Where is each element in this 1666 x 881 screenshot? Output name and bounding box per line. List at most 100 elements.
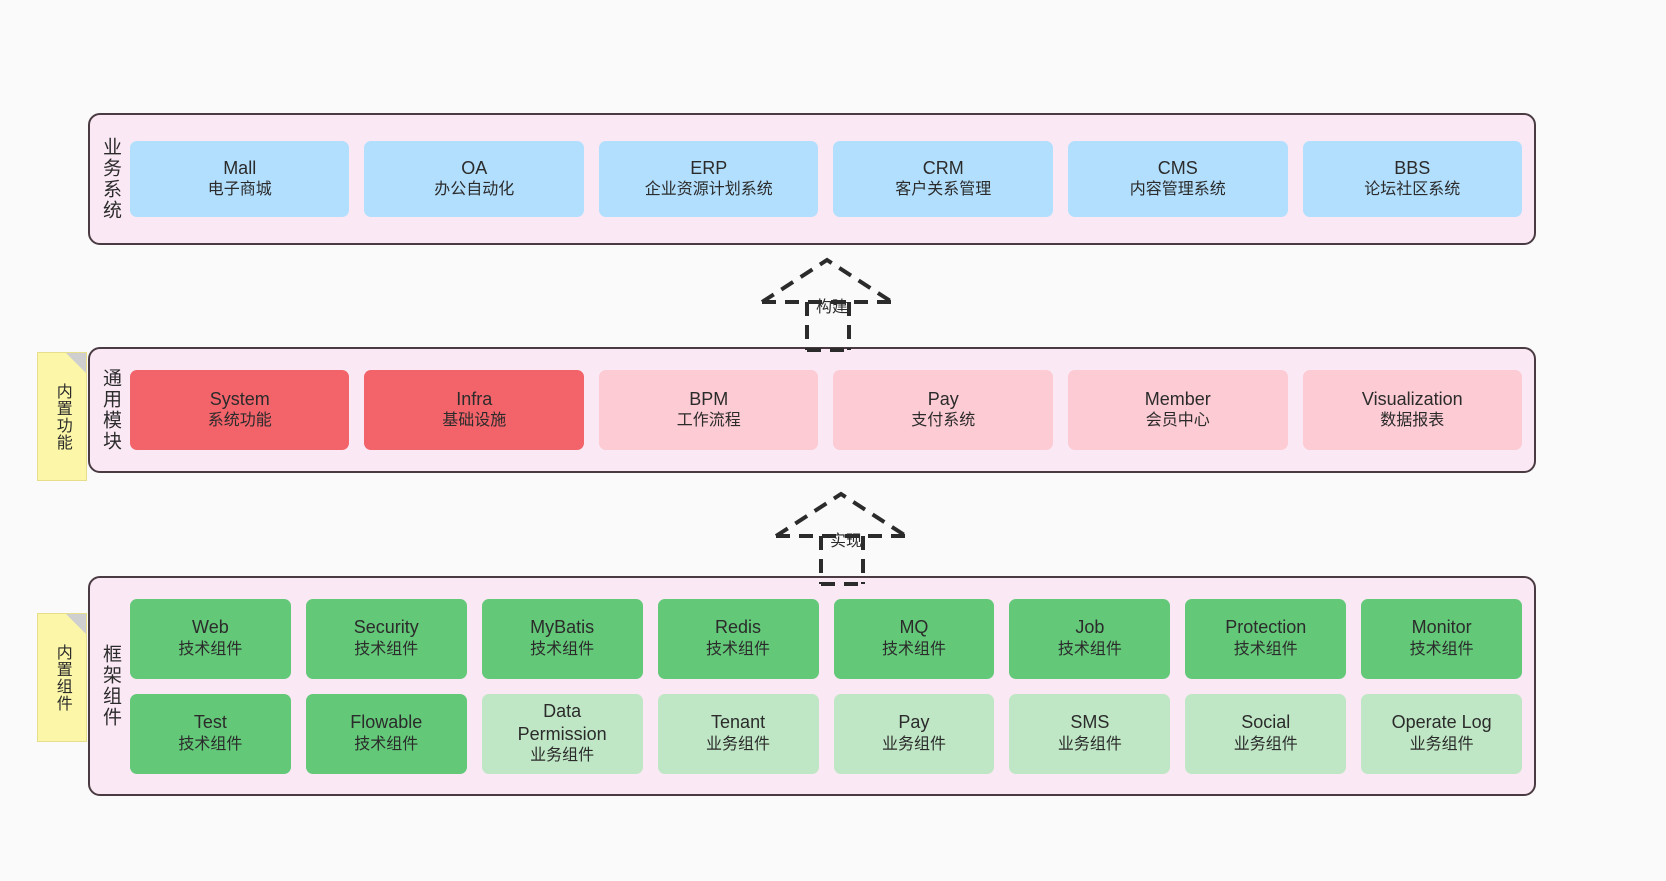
business-box-mall[interactable]: Mall 电子商城	[129, 141, 350, 217]
component-box-monitor-desc: 技术组件	[1409, 640, 1474, 658]
connector-build-arrow	[760, 257, 894, 352]
module-box-infra[interactable]: Infra 基础设施	[364, 370, 584, 450]
component-box-social-desc: 业务组件	[1233, 735, 1298, 753]
component-box-flowable-name: Flowable	[350, 712, 423, 733]
module-box-bpm[interactable]: BPM 工作流程	[598, 370, 819, 450]
component-box-mq[interactable]: MQ 技术组件	[833, 598, 995, 679]
component-box-flowable[interactable]: Flowable 技术组件	[305, 693, 467, 774]
business-box-crm[interactable]: CRM 客户关系管理	[833, 141, 1053, 217]
business-box-cms[interactable]: CMS 内容管理系统	[1068, 141, 1288, 217]
business-box-erp[interactable]: ERP 企业资源计划系统	[598, 141, 819, 217]
component-box-mq-desc: 技术组件	[881, 640, 946, 658]
component-box-test[interactable]: Test 技术组件	[129, 693, 291, 774]
component-box-mybatis[interactable]: MyBatis 技术组件	[481, 598, 643, 679]
component-box-mq-name: MQ	[899, 617, 929, 638]
tag-builtin-component-text: 内置组件	[53, 643, 71, 712]
layer-common-modules-body: System 系统功能 Infra 基础设施 BPM 工作流程 Pay 支付系统…	[129, 349, 1534, 471]
component-box-flowable-desc: 技术组件	[354, 735, 419, 753]
component-box-tenant-desc: 业务组件	[706, 735, 771, 753]
business-box-bbs-desc: 论坛社区系统	[1364, 181, 1461, 199]
module-box-infra-name: Infra	[456, 388, 493, 409]
tag-builtin-function: 内置功能	[37, 352, 87, 481]
component-box-data-permission[interactable]: Data Permission 业务组件	[481, 693, 643, 774]
connector-implement-arrow	[774, 491, 908, 586]
component-box-pay-name: Pay	[898, 712, 930, 733]
module-box-bpm-name: BPM	[689, 388, 729, 409]
component-box-web-name: Web	[192, 617, 229, 638]
component-box-protection-desc: 技术组件	[1233, 640, 1298, 658]
component-box-sms-name: SMS	[1070, 712, 1110, 733]
module-box-system-desc: 系统功能	[207, 412, 272, 430]
business-box-crm-name: CRM	[922, 157, 964, 178]
component-box-data-permission-desc: 业务组件	[530, 747, 595, 765]
component-box-job[interactable]: Job 技术组件	[1009, 598, 1171, 679]
component-box-mybatis-name: MyBatis	[530, 617, 595, 638]
layer-business-system: 业务系统 Mall 电子商城 OA 办公自动化 ERP 企业资源计划系统 CRM…	[88, 113, 1536, 245]
business-box-cms-name: CMS	[1157, 157, 1198, 178]
layer-common-modules: 通用模块 System 系统功能 Infra 基础设施 BPM 工作流程 Pay…	[88, 347, 1536, 473]
business-system-row: Mall 电子商城 OA 办公自动化 ERP 企业资源计划系统 CRM 客户关系…	[129, 141, 1523, 217]
module-box-pay-desc: 支付系统	[911, 412, 976, 430]
component-box-security-desc: 技术组件	[354, 640, 419, 658]
component-box-security-name: Security	[353, 617, 419, 638]
module-box-system[interactable]: System 系统功能	[129, 370, 350, 450]
business-box-bbs-name: BBS	[1394, 157, 1431, 178]
common-modules-row: System 系统功能 Infra 基础设施 BPM 工作流程 Pay 支付系统…	[129, 370, 1523, 450]
framework-row-tech: Web 技术组件 Security 技术组件 MyBatis 技术组件 Redi…	[129, 598, 1523, 679]
business-box-bbs[interactable]: BBS 论坛社区系统	[1302, 141, 1523, 217]
module-box-member-name: Member	[1144, 388, 1211, 409]
component-box-sms-desc: 业务组件	[1057, 735, 1122, 753]
business-box-cms-desc: 内容管理系统	[1129, 181, 1226, 199]
component-box-pay[interactable]: Pay 业务组件	[833, 693, 995, 774]
component-box-protection[interactable]: Protection 技术组件	[1185, 598, 1347, 679]
component-box-redis-desc: 技术组件	[706, 640, 771, 658]
module-box-pay[interactable]: Pay 支付系统	[833, 370, 1053, 450]
business-box-crm-desc: 客户关系管理	[895, 181, 992, 199]
component-box-operate-log[interactable]: Operate Log 业务组件	[1361, 693, 1523, 774]
component-box-social-name: Social	[1241, 712, 1291, 733]
business-box-mall-desc: 电子商城	[207, 181, 272, 199]
module-box-system-name: System	[209, 388, 270, 409]
module-box-visualization-name: Visualization	[1361, 388, 1463, 409]
business-box-mall-name: Mall	[223, 157, 257, 178]
component-box-tenant-name: Tenant	[711, 712, 766, 733]
component-box-operate-log-name: Operate Log	[1391, 712, 1492, 733]
tag-fold-corner-icon	[66, 353, 86, 373]
framework-components-grid: Web 技术组件 Security 技术组件 MyBatis 技术组件 Redi…	[129, 598, 1523, 774]
layer-framework-components-body: Web 技术组件 Security 技术组件 MyBatis 技术组件 Redi…	[129, 578, 1534, 794]
module-box-member-desc: 会员中心	[1145, 412, 1210, 430]
component-box-test-desc: 技术组件	[178, 735, 243, 753]
module-box-bpm-desc: 工作流程	[676, 412, 741, 430]
tag-builtin-component: 内置组件	[37, 613, 87, 742]
component-box-security[interactable]: Security 技术组件	[305, 598, 467, 679]
component-box-redis[interactable]: Redis 技术组件	[657, 598, 819, 679]
tag-builtin-function-text: 内置功能	[53, 382, 71, 451]
component-box-test-name: Test	[193, 712, 227, 733]
component-box-monitor[interactable]: Monitor 技术组件	[1361, 598, 1523, 679]
tag-fold-corner-icon	[66, 614, 86, 634]
module-box-visualization[interactable]: Visualization 数据报表	[1302, 370, 1523, 450]
module-box-infra-desc: 基础设施	[442, 412, 507, 430]
component-box-social[interactable]: Social 业务组件	[1185, 693, 1347, 774]
business-box-erp-desc: 企业资源计划系统	[644, 181, 773, 199]
module-box-member[interactable]: Member 会员中心	[1068, 370, 1288, 450]
component-box-protection-name: Protection	[1225, 617, 1307, 638]
layer-common-modules-title: 通用模块	[99, 368, 121, 452]
component-box-pay-desc: 业务组件	[881, 735, 946, 753]
component-box-monitor-name: Monitor	[1411, 617, 1472, 638]
module-box-pay-name: Pay	[927, 388, 959, 409]
business-box-oa[interactable]: OA 办公自动化	[364, 141, 584, 217]
layer-business-system-body: Mall 电子商城 OA 办公自动化 ERP 企业资源计划系统 CRM 客户关系…	[129, 115, 1534, 243]
business-box-oa-desc: 办公自动化	[434, 181, 515, 199]
module-box-visualization-desc: 数据报表	[1380, 412, 1445, 430]
component-box-data-permission-name: Data Permission	[517, 700, 607, 745]
component-box-redis-name: Redis	[715, 617, 762, 638]
component-box-sms[interactable]: SMS 业务组件	[1009, 693, 1171, 774]
component-box-mybatis-desc: 技术组件	[530, 640, 595, 658]
component-box-tenant[interactable]: Tenant 业务组件	[657, 693, 819, 774]
component-box-web-desc: 技术组件	[178, 640, 243, 658]
component-box-web[interactable]: Web 技术组件	[129, 598, 291, 679]
framework-row-business: Test 技术组件 Flowable 技术组件 Data Permission …	[129, 693, 1523, 774]
business-box-erp-name: ERP	[690, 157, 728, 178]
